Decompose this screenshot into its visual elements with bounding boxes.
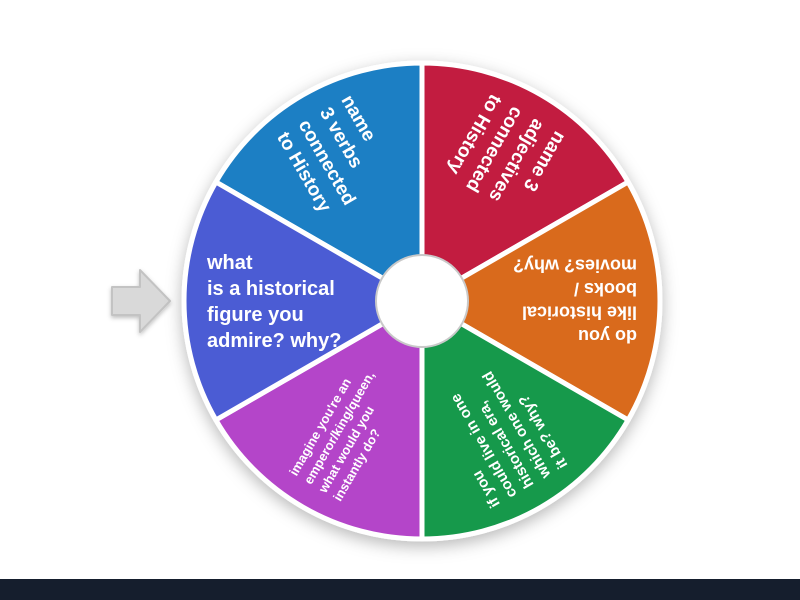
- wheel-segment-4[interactable]: [419, 298, 631, 542]
- wheel-segment-6[interactable]: [181, 179, 425, 423]
- wheel-segment-5[interactable]: [213, 298, 425, 542]
- wheel-segment-3[interactable]: [419, 179, 663, 423]
- wheel-segment-2[interactable]: [419, 60, 631, 304]
- wheel-segment-1[interactable]: [213, 60, 425, 304]
- wheel-segment-label-3: do youlike historicalbooks /movies? why?: [513, 256, 637, 346]
- wheel-hub[interactable]: [375, 254, 469, 348]
- spin-pointer-icon: [111, 269, 171, 333]
- footer-bar: [0, 579, 800, 600]
